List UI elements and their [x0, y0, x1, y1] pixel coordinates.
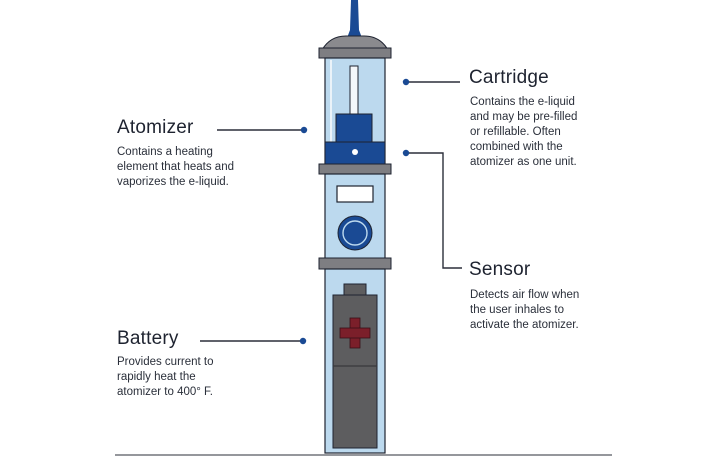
wick-rod	[349, 65, 359, 117]
atomizer-dot-marker	[300, 126, 308, 134]
cartridge-desc-line: and may be pre-filled	[470, 111, 578, 123]
atomizer-desc-line: vaporizes the e-liquid.	[117, 176, 229, 188]
battery-desc-line: atomizer to 400° F.	[117, 386, 214, 398]
atomizer-desc: Contains a heating element that heats an…	[117, 145, 234, 190]
cartridge-desc-line: or refillable. Often	[470, 126, 561, 138]
sensor-desc-line: the user inhales to	[470, 304, 564, 316]
atomizer-desc-line: element that heats and	[117, 161, 234, 173]
mouthpiece-stem	[347, 0, 362, 38]
battery-title: Battery	[117, 328, 179, 349]
cartridge-desc-line: combined with the	[470, 141, 563, 153]
atomizer-title: Atomizer	[117, 117, 194, 138]
cartridge-dot	[402, 78, 410, 86]
battery-plus-icon	[339, 317, 371, 349]
battery-dot-marker	[299, 337, 307, 345]
sensor-desc-line: activate the atomizer.	[470, 319, 579, 331]
top-band	[318, 47, 392, 59]
sensor-leader	[406, 152, 462, 269]
cartridge-desc-line: Contains the e-liquid	[470, 96, 575, 108]
heating-element-icon	[335, 113, 373, 145]
sensor-button-inner	[342, 220, 368, 246]
mouthpiece-cap	[321, 35, 389, 51]
sensor-window	[336, 185, 374, 203]
sensor-desc: Detects air flow when the user inhales t…	[470, 288, 579, 333]
battery-desc-line: rapidly heat the	[117, 371, 196, 383]
cartridge-title: Cartridge	[469, 67, 549, 88]
middle-band-2	[318, 257, 392, 270]
battery-desc-line: Provides current to	[117, 356, 214, 368]
battery-desc: Provides current to rapidly heat the ato…	[117, 355, 214, 400]
sensor-title: Sensor	[469, 259, 531, 280]
sensor-dot	[402, 149, 410, 157]
sensor-desc-line: Detects air flow when	[470, 289, 580, 301]
cartridge-desc: Contains the e-liquid and may be pre-fil…	[470, 95, 577, 170]
battery-terminal	[343, 283, 367, 297]
atomizer-dot	[352, 149, 358, 155]
cartridge-desc-line: atomizer as one unit.	[470, 156, 577, 168]
middle-band-1	[318, 163, 392, 175]
atomizer-desc-line: Contains a heating	[117, 146, 213, 158]
